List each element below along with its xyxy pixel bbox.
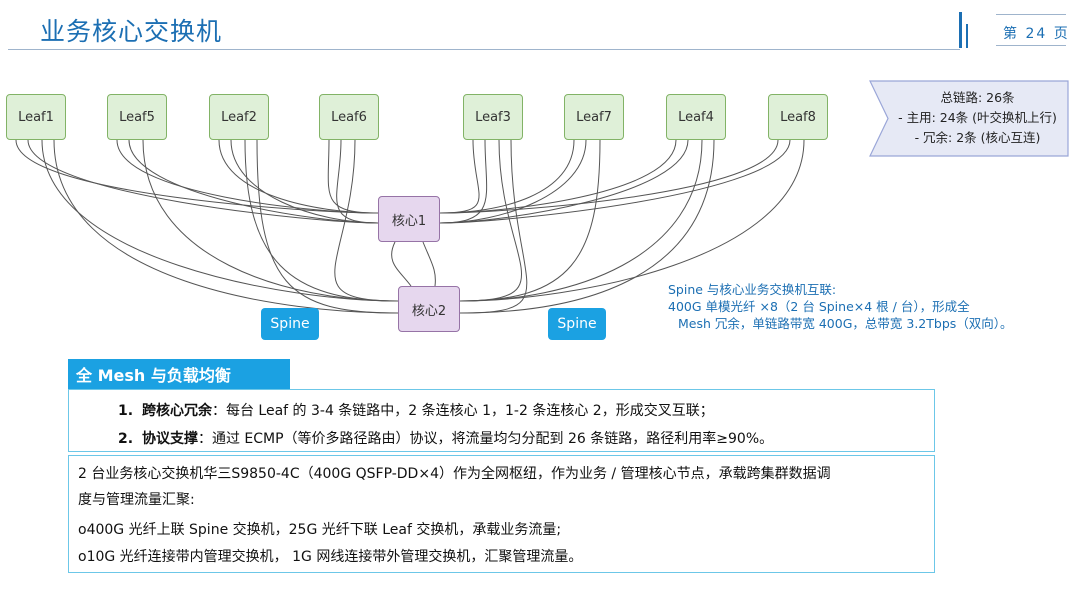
leaf-label: Leaf4 — [678, 109, 714, 125]
leaf-core2-link — [459, 139, 523, 302]
header-accent-bar — [959, 12, 962, 48]
leaf-core2-link — [142, 139, 399, 302]
page-number: 第 24 页 — [1003, 26, 1070, 42]
leaf-core1-link — [336, 139, 379, 224]
leaf-label: Leaf6 — [331, 109, 367, 125]
leaf-core1-link — [439, 139, 480, 214]
leaf-core1-link — [439, 139, 488, 224]
spine-node-left[interactable]: Spine — [261, 308, 319, 340]
mesh-point-1: 1. 跨核心冗余：每台 Leaf 的 3-4 条链路中，2 条连核心 1，1-2… — [118, 400, 714, 420]
core-interconnect-link — [422, 241, 436, 287]
leaf-label: Leaf7 — [576, 109, 612, 125]
description-line: o10G 光纤连接带内管理交换机， 1G 网线连接带外管理交换机，汇聚管理流量。 — [78, 549, 583, 565]
description-line: 2 台业务核心交换机华三S9850-4C（400G QSFP-DD×4）作为全网… — [78, 466, 831, 482]
leaf-core1-link — [230, 139, 379, 224]
description-line: o400G 光纤上联 Spine 交换机，25G 光纤下联 Leaf 交换机，承… — [78, 522, 562, 538]
leaf-core2-link — [41, 139, 399, 302]
mesh-point-2: 2. 协议支撑：通过 ECMP（等价多路径路由）协议，将流量均匀分配到 26 条… — [118, 428, 773, 448]
leaf-core2-link — [459, 139, 715, 314]
header-accent-bar-thin — [966, 24, 968, 48]
description-line: 度与管理流量汇聚: — [78, 492, 195, 508]
title-divider — [8, 49, 960, 50]
interconnect-line: Spine 与核心业务交换机互联: — [668, 282, 837, 297]
leaf-core2-link — [459, 139, 528, 314]
mesh-points-box — [68, 389, 935, 452]
interconnect-line: 400G 单模光纤 ×8（2 台 Spine×4 根 / 台），形成全 — [668, 299, 970, 314]
leaf-core2-link — [244, 139, 399, 302]
page-title: 业务核心交换机 — [40, 17, 223, 46]
leaf-core2-link — [459, 139, 805, 302]
leaf-label: Leaf8 — [780, 109, 816, 125]
leaf-core1-link — [327, 139, 379, 214]
core-node-2[interactable]: 核心2 — [398, 286, 460, 332]
summary-redundant: - 冗余: 2条 (核心互连) — [914, 130, 1041, 145]
page-number-rule — [996, 45, 1066, 46]
section-header: 全 Mesh 与负载均衡 — [68, 359, 290, 389]
point-label: 协议支撑 — [141, 431, 198, 447]
page-number-rule — [996, 14, 1066, 15]
leaf-node-7[interactable]: Leaf7 — [564, 94, 624, 140]
point-label: 跨核心冗余 — [141, 403, 212, 419]
point-text: ：通过 ECMP（等价多路径路由）协议，将流量均匀分配到 26 条链路，路径利用… — [197, 431, 774, 447]
leaf-core2-link — [459, 139, 601, 302]
core-node-1[interactable]: 核心1 — [378, 196, 440, 242]
leaf-core1-link — [439, 139, 791, 224]
leaf-core1-link — [15, 139, 379, 214]
core-label: 核心2 — [411, 303, 447, 319]
leaf-core2-link — [53, 139, 399, 314]
leaf-node-5[interactable]: Leaf5 — [107, 94, 167, 140]
point-number: 2. — [118, 431, 134, 447]
spine-label: Spine — [270, 316, 310, 332]
leaf-core2-link — [459, 139, 703, 302]
leaf-core1-link — [116, 139, 379, 214]
leaf-node-6[interactable]: Leaf6 — [319, 94, 379, 140]
leaf-label: Leaf3 — [475, 109, 511, 125]
leaf-node-2[interactable]: Leaf2 — [209, 94, 269, 140]
leaf-core1-link — [439, 139, 779, 214]
leaf-core2-link — [334, 139, 399, 302]
core-label: 核心1 — [391, 213, 427, 229]
leaf-node-1[interactable]: Leaf1 — [6, 94, 66, 140]
leaf-node-3[interactable]: Leaf3 — [463, 94, 523, 140]
leaf-label: Leaf1 — [18, 109, 54, 125]
leaf-node-4[interactable]: Leaf4 — [666, 94, 726, 140]
leaf-label: Leaf2 — [221, 109, 257, 125]
leaf-core1-link — [218, 139, 379, 214]
summary-total: 总链路: 26条 — [940, 90, 1015, 105]
spine-node-right[interactable]: Spine — [548, 308, 606, 340]
link-group — [15, 139, 805, 314]
leaf-core1-link — [128, 139, 379, 224]
link-summary-callout: 总链路: 26条 - 主用: 24条 (叶交换机上行) - 冗余: 2条 (核心… — [885, 88, 1070, 148]
spine-interconnect-note: Spine 与核心业务交换机互联: 400G 单模光纤 ×8（2 台 Spine… — [668, 281, 1068, 332]
summary-primary: - 主用: 24条 (叶交换机上行) — [898, 110, 1057, 125]
leaf-node-8[interactable]: Leaf8 — [768, 94, 828, 140]
summary-callout-shape — [869, 80, 1069, 157]
point-text: ：每台 Leaf 的 3-4 条链路中，2 条连核心 1，1-2 条连核心 2，… — [211, 403, 714, 419]
leaf-core2-link — [256, 139, 399, 314]
spine-label: Spine — [557, 316, 597, 332]
leaf-label: Leaf5 — [119, 109, 155, 125]
core-interconnect-link — [391, 241, 412, 287]
core-switch-description-box: 2 台业务核心交换机华三S9850-4C（400G QSFP-DD×4）作为全网… — [68, 455, 935, 573]
point-number: 1. — [118, 403, 134, 419]
interconnect-line: Mesh 冗余，单链路带宽 400G，总带宽 3.2Tbps（双向）。 — [678, 316, 1013, 331]
